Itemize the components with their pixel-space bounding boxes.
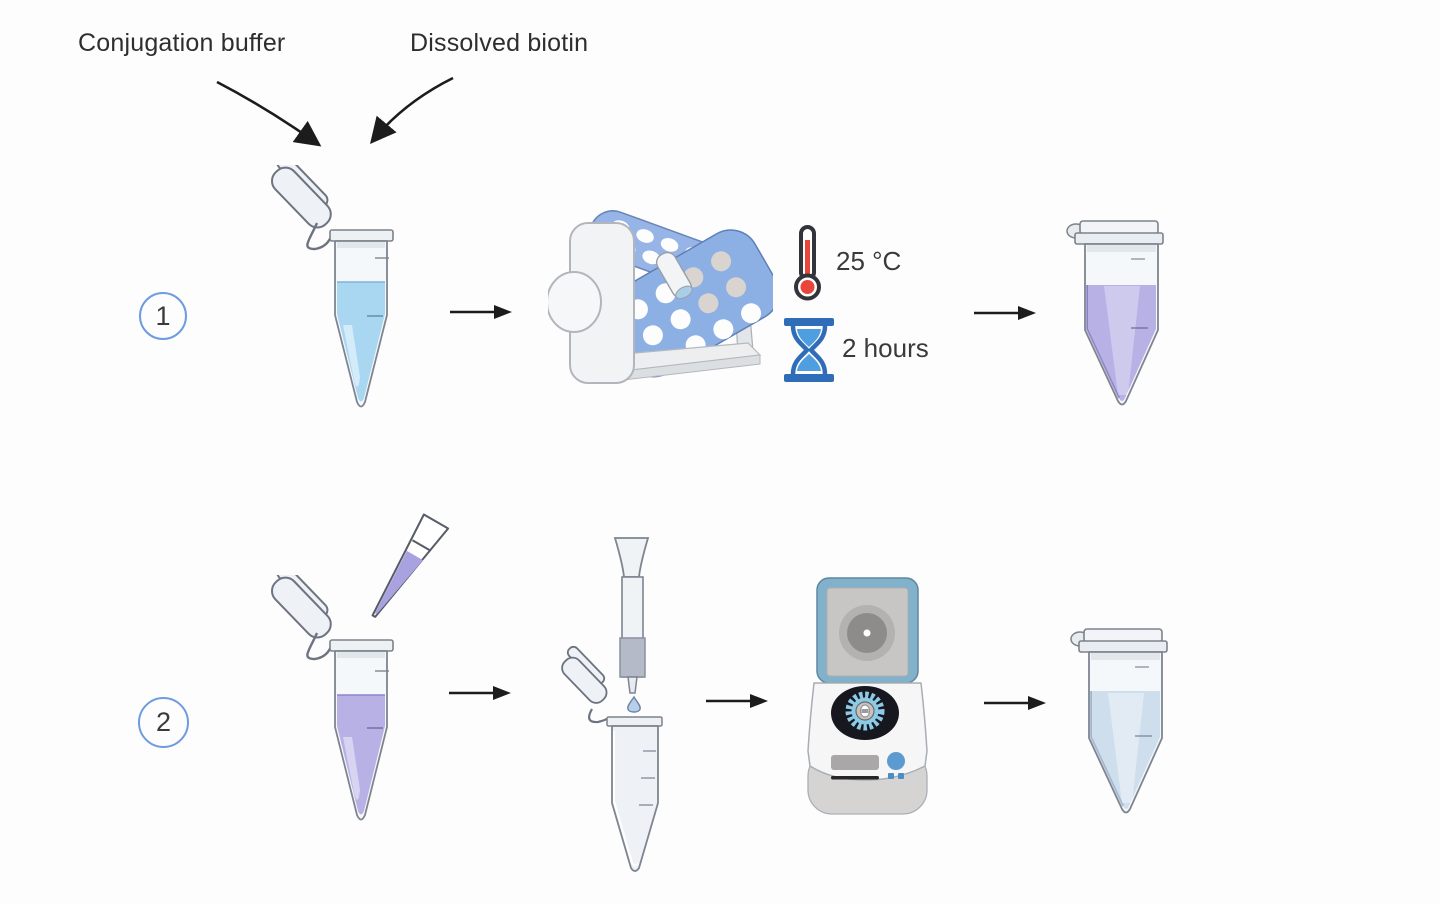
liquid-highlight: [343, 737, 360, 800]
rotator-knob: [548, 271, 602, 333]
arrow-right-icon: [450, 305, 512, 319]
centrifuge-lid-open: [816, 577, 919, 684]
open-tube-blue-liquid: [270, 165, 394, 408]
curved-arrow-biotin: [370, 76, 454, 144]
resin-bed: [619, 637, 646, 678]
step-1-number: 1: [155, 300, 171, 331]
tube-rim: [1074, 232, 1164, 245]
annotation-dissolved-biotin: Dissolved biotin: [410, 29, 589, 57]
arrow-right-icon: [706, 694, 768, 708]
droplet-icon: [627, 695, 641, 713]
liquid-highlight: [343, 325, 360, 387]
rotor-tube: [861, 709, 869, 713]
thermometer-icon: [794, 225, 821, 301]
centrifuge-display: [831, 755, 879, 770]
centrifuge-slot: [831, 776, 879, 780]
closed-tube-purple-liquid: [1066, 220, 1164, 406]
tube-cap-open-icon: [561, 645, 609, 724]
tube-rim: [329, 229, 394, 242]
open-tube-purple-liquid: [270, 575, 394, 821]
blue-liquid: [337, 282, 385, 402]
pale-blue-liquid: [1091, 691, 1160, 809]
tube-cap-closed: [1079, 220, 1159, 235]
liquid-highlight: [1104, 286, 1140, 395]
centrifuge-controls: [831, 752, 905, 780]
step-1-badge: 1: [139, 292, 187, 340]
liquid-highlight: [1108, 693, 1144, 803]
tube-inner-shade: [1087, 245, 1156, 252]
tube-rim: [1078, 640, 1168, 653]
rotator-tube: [655, 251, 693, 300]
tube-cap-open-icon: [270, 165, 334, 251]
liquid-edge: [1090, 691, 1124, 807]
tube-rim: [606, 716, 663, 727]
column-tip: [627, 676, 638, 694]
tube-cap-open-icon: [270, 575, 334, 661]
closed-tube-pale-blue-liquid: [1070, 628, 1168, 814]
arrow-right-icon: [984, 696, 1046, 710]
tube-inner-highlight: [613, 731, 639, 867]
arrow-right-icon: [974, 306, 1036, 320]
curved-arrow-buffer: [216, 80, 322, 147]
microcentrifuge: [807, 577, 928, 815]
tube-rotator: [548, 210, 773, 384]
purple-liquid: [1087, 285, 1156, 401]
tube-body: [611, 725, 659, 872]
spin-column: [613, 537, 650, 694]
duration-label: 2 hours: [842, 333, 929, 363]
tube-inner-shade: [337, 242, 385, 248]
tube-rim: [329, 639, 394, 652]
step-2-badge: 2: [138, 697, 189, 748]
liquid-edge: [1086, 285, 1120, 399]
temperature-label: 25 °C: [836, 246, 902, 276]
tube-cap-closed: [1083, 628, 1163, 643]
step-2-number: 2: [155, 707, 172, 737]
centrifuge-knob: [887, 752, 905, 770]
tube-inner-shade: [1091, 653, 1160, 660]
pipette-liquid: [374, 550, 423, 615]
hourglass-icon: [784, 318, 834, 382]
curved-annotation-arrows: [216, 76, 454, 147]
arrow-right-icon: [449, 686, 511, 700]
purple-liquid: [337, 695, 385, 815]
pipette-tip: [371, 513, 450, 618]
centrifuge-rotor: [831, 686, 899, 740]
annotation-conjugation-buffer: Conjugation buffer: [78, 29, 286, 57]
tube-inner-shade: [337, 652, 385, 658]
spin-column-into-tube: [561, 537, 663, 872]
